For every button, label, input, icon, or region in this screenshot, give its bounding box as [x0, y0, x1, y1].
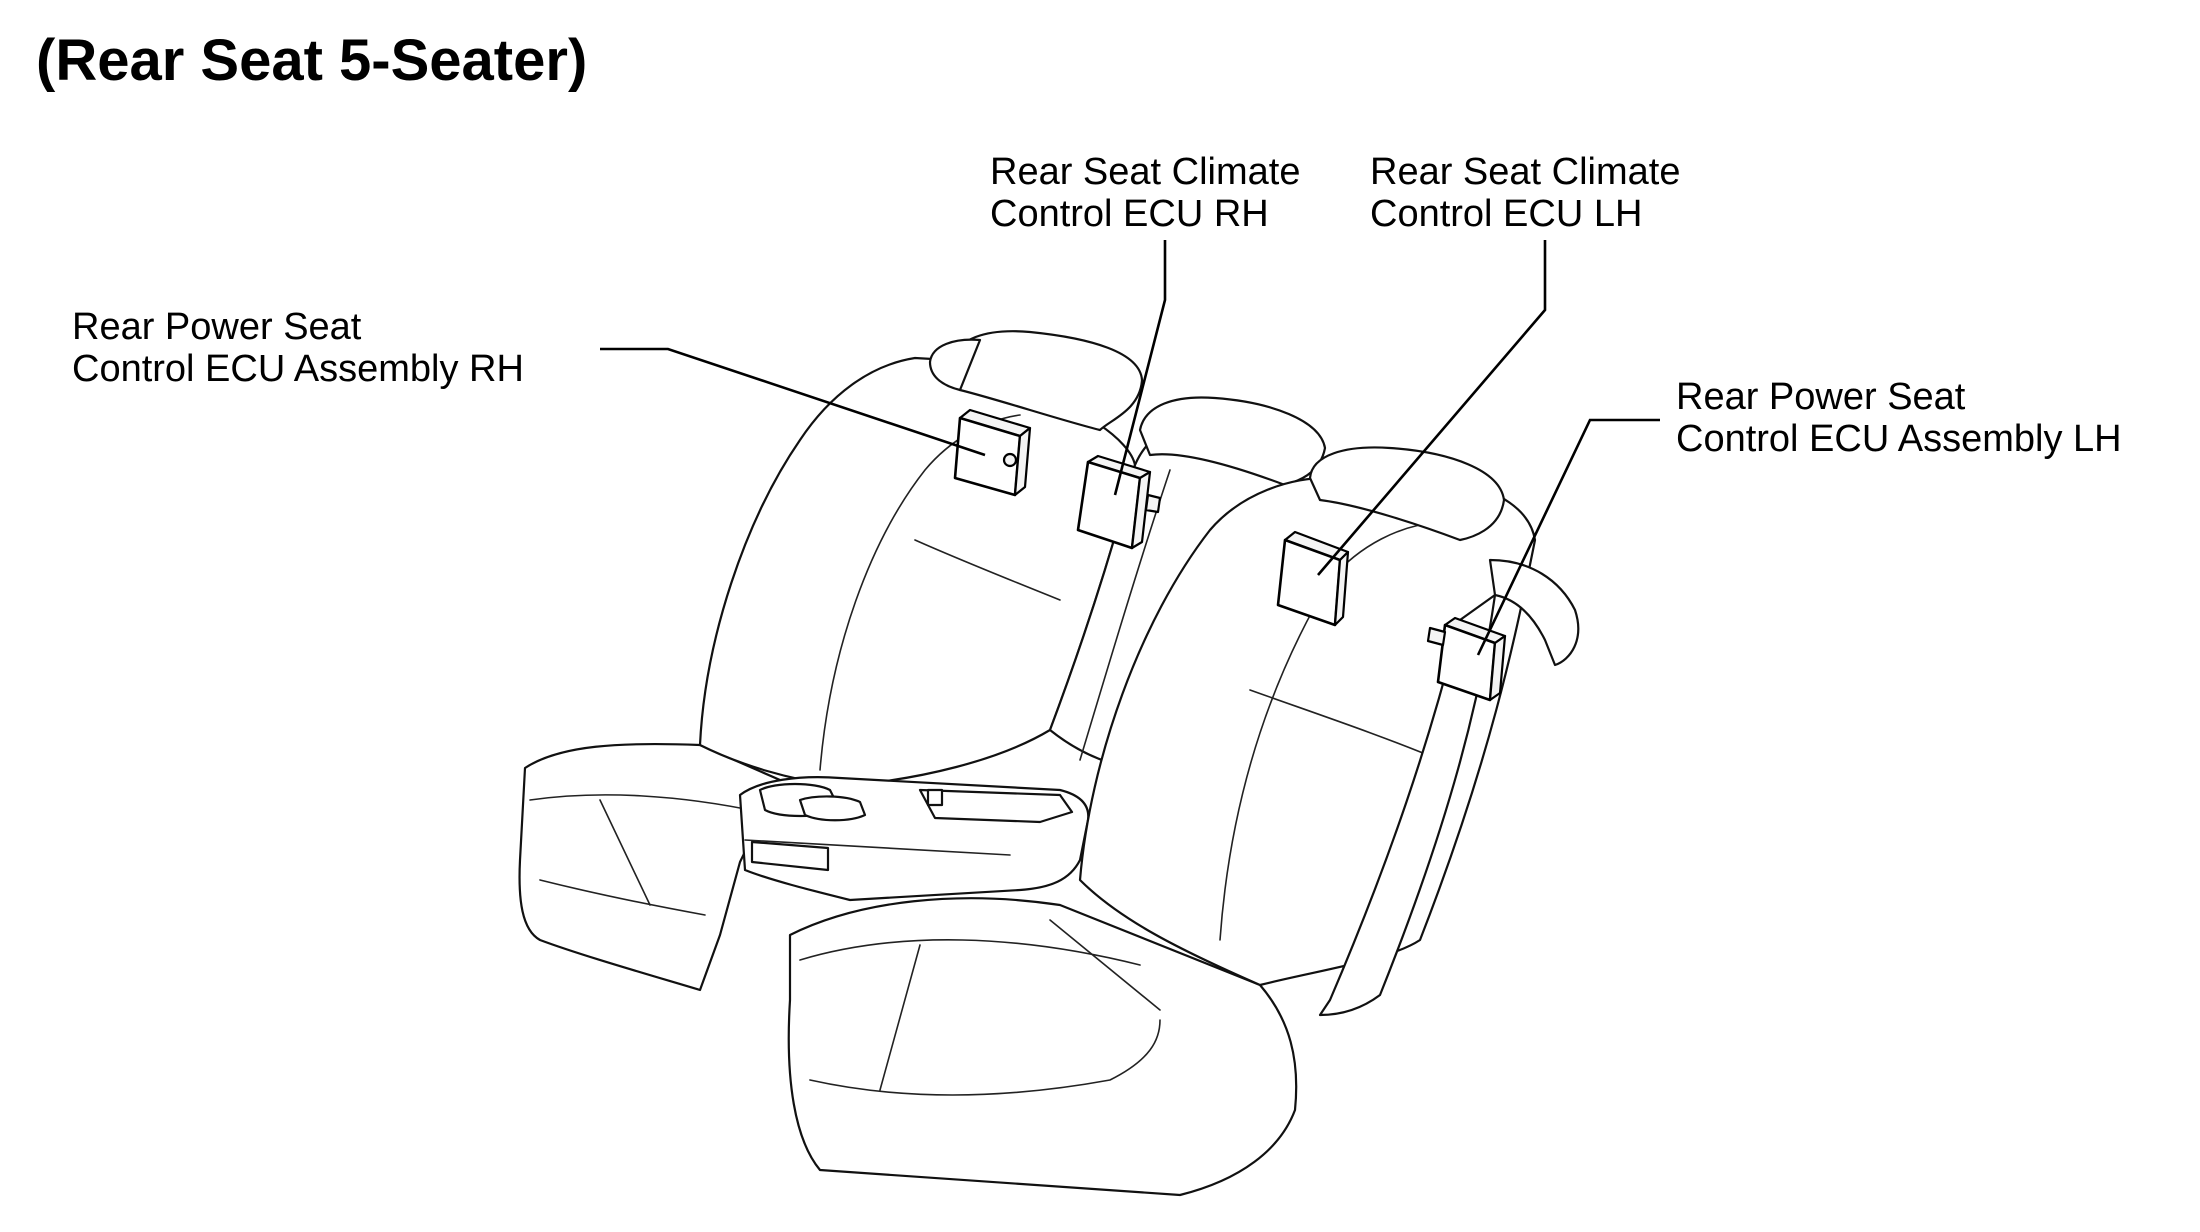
callout-line: Control ECU Assembly RH	[72, 348, 524, 390]
callout-rear-power-seat-ecu-lh: Rear Power Seat Control ECU Assembly LH	[1676, 376, 2122, 460]
headrest-lh	[1308, 446, 1506, 542]
console-seam	[744, 839, 1011, 856]
ecu-rear-power-seat-rh	[953, 408, 1032, 497]
seat-back-seam	[914, 539, 1061, 601]
callout-rear-seat-climate-ecu-rh: Rear Seat Climate Control ECU RH	[990, 151, 1300, 235]
cushion-seam	[599, 799, 651, 906]
callout-line: Control ECU RH	[990, 193, 1269, 235]
leader-line-rear-seat-climate-rh	[1113, 240, 1167, 496]
console-latch	[926, 788, 944, 807]
cushion-seam	[539, 879, 706, 916]
ecu-rear-seat-climate-lh	[1276, 530, 1350, 627]
callout-line: Control ECU LH	[1370, 193, 1643, 235]
headrest-center	[1138, 396, 1327, 487]
callout-line: Rear Seat Climate	[1370, 151, 1681, 193]
cushion-seam	[809, 1019, 1161, 1096]
diagram-title: (Rear Seat 5-Seater)	[36, 28, 588, 93]
cushion-seam	[529, 794, 761, 813]
headrest-rh	[953, 330, 1144, 432]
console-lid	[918, 788, 1074, 824]
seat-back-seam	[1249, 689, 1441, 761]
cushion-seam	[1049, 919, 1161, 1011]
ecu-rear-power-seat-lh	[1426, 616, 1507, 702]
cup-holder	[798, 795, 867, 822]
leader-line-rear-power-seat-rh	[600, 347, 986, 457]
console-slot	[750, 840, 830, 872]
callout-line: Rear Power Seat	[1676, 376, 1966, 418]
seat-cushion-lh	[787, 897, 1298, 1197]
seat-back-seam	[1219, 521, 1441, 941]
seat-cushion-rh	[518, 742, 782, 992]
callout-line: Rear Seat Climate	[990, 151, 1301, 193]
cushion-seam	[879, 944, 921, 1091]
callout-line: Rear Power Seat	[72, 306, 362, 348]
ecu-rear-seat-climate-rh	[1076, 454, 1162, 550]
callout-rear-seat-climate-ecu-lh: Rear Seat Climate Control ECU LH	[1370, 151, 1680, 235]
center-console	[738, 776, 1090, 902]
side-bolster-lh	[1318, 593, 1497, 1017]
rear-seat-lh	[787, 446, 1580, 1197]
callout-line: Control ECU Assembly LH	[1676, 418, 2122, 460]
leader-line-rear-seat-climate-lh	[1317, 240, 1547, 576]
headrest-outer-rh	[928, 338, 982, 392]
leader-line-rear-power-seat-lh	[1476, 418, 1660, 656]
callout-rear-power-seat-ecu-rh: Rear Power Seat Control ECU Assembly RH	[72, 306, 524, 390]
